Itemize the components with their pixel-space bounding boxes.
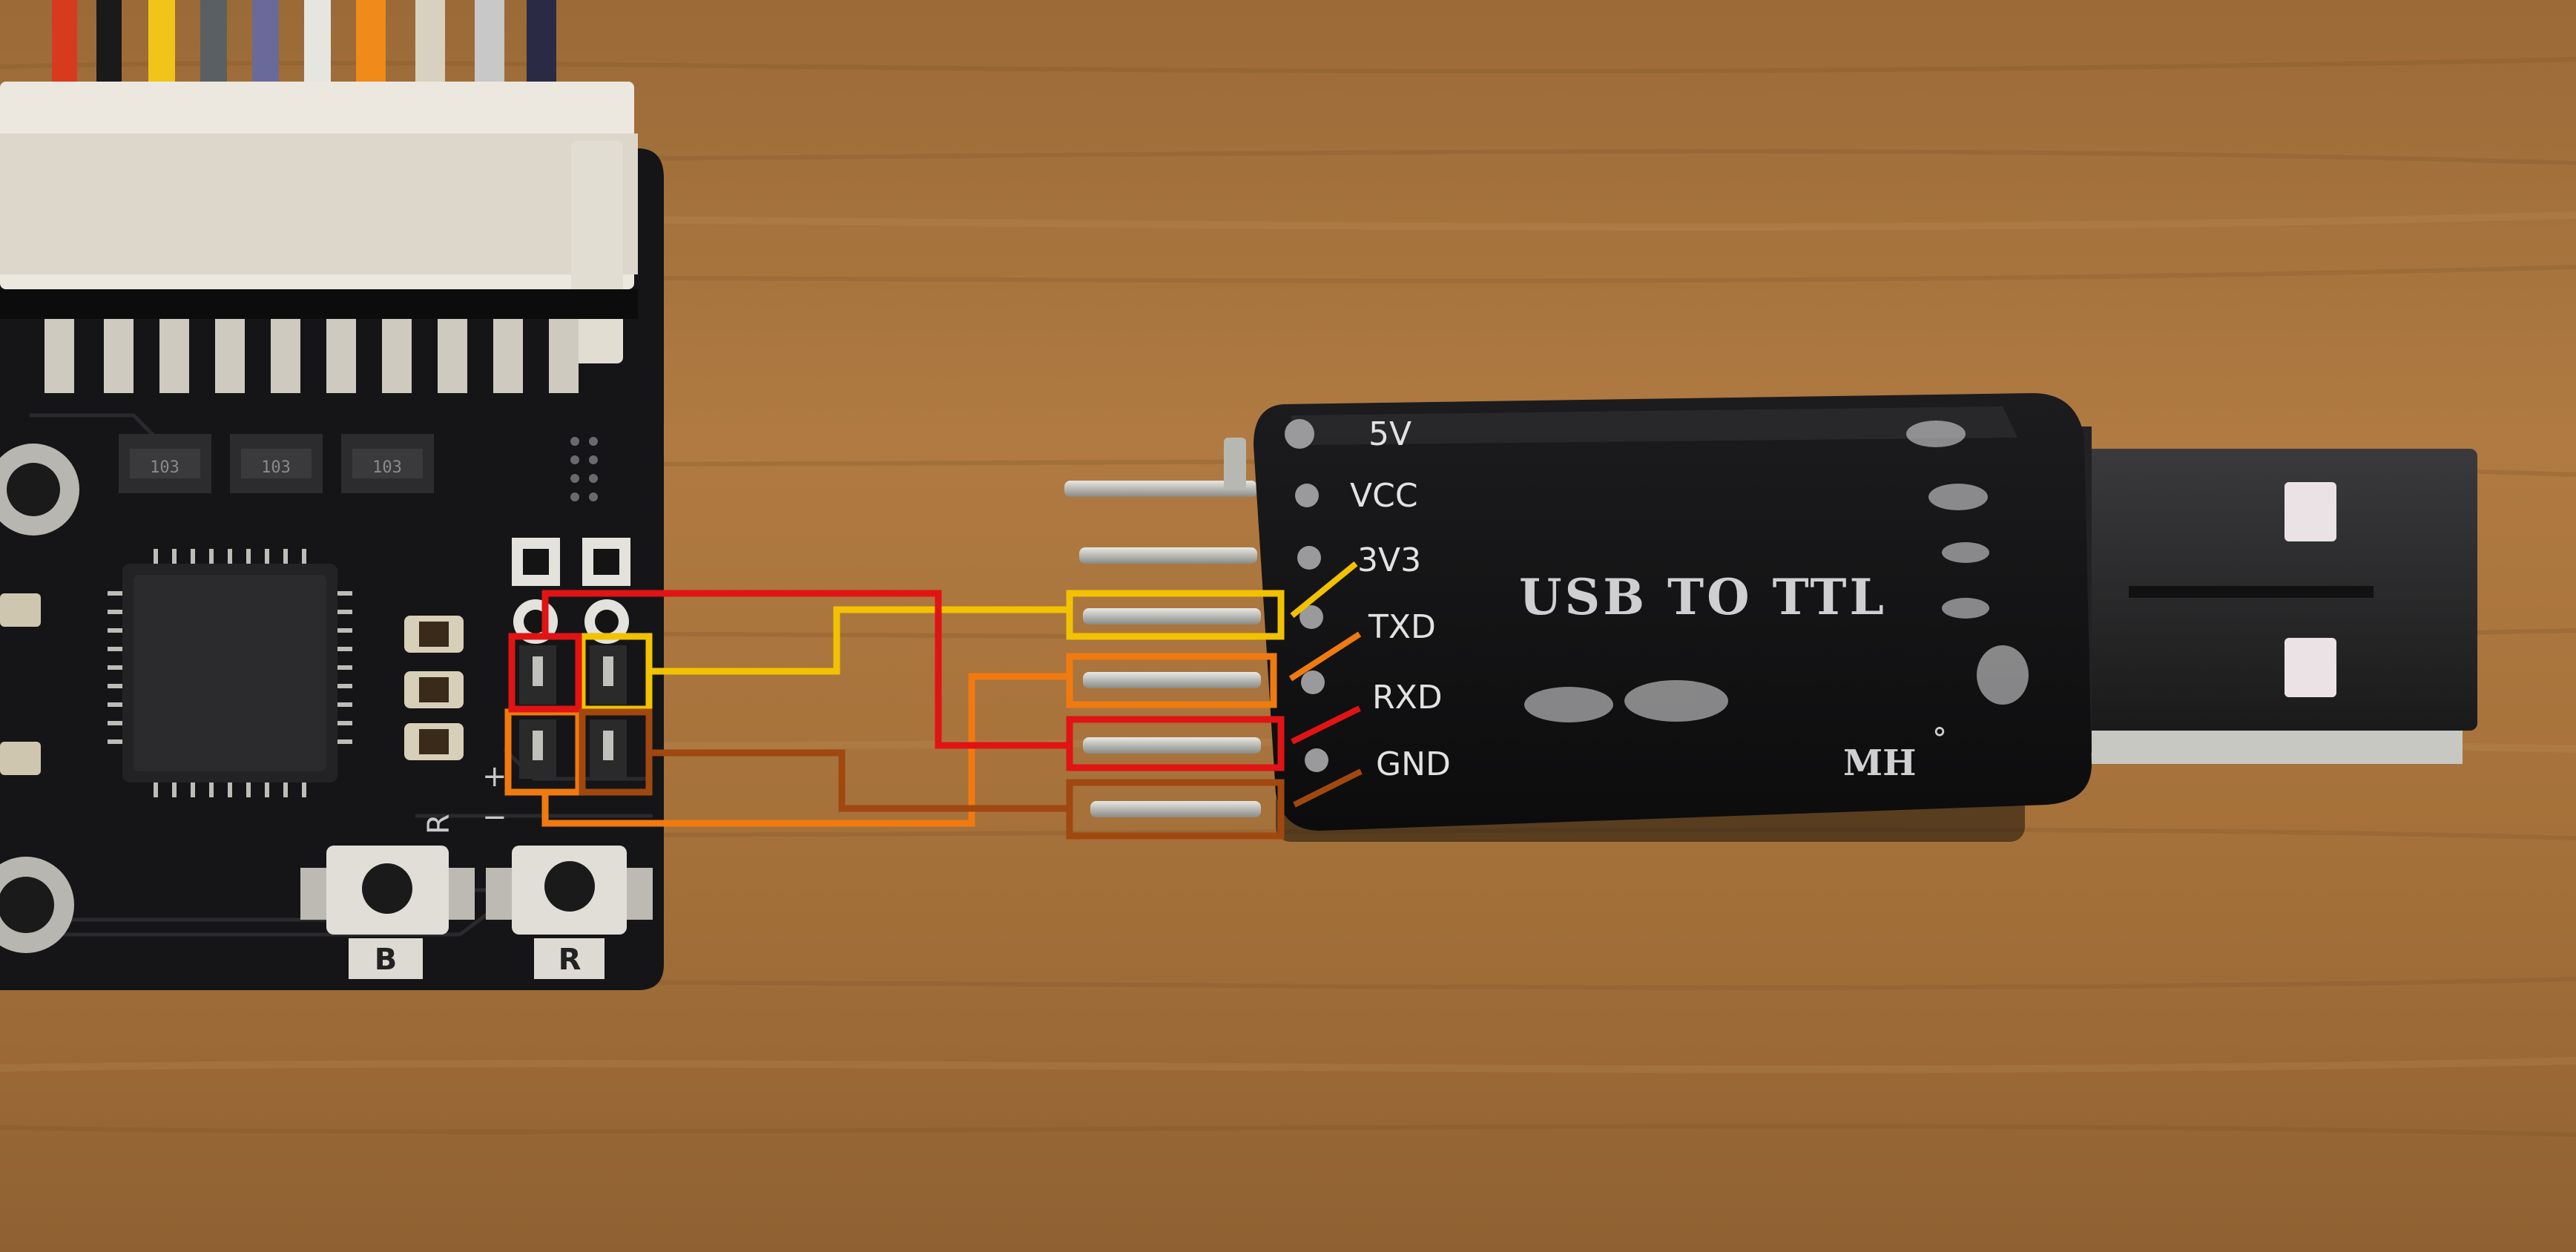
adapter-degree-mark: ° [1932,722,1947,757]
pin-label-rxd: RXD [1372,679,1443,716]
wire-brown [649,749,1070,812]
adapter-pads [1285,419,1328,772]
wire-red [541,590,1070,749]
wire-orange [541,673,1070,827]
resistor-mark-3: 103 [372,458,402,477]
adapter-title: USB TO TTL [1519,568,1887,626]
pin-label-5v: 5V [1368,415,1411,453]
button-b: B [300,846,475,979]
pin-label-vcc: VCC [1350,477,1418,515]
adapter-glare [1524,421,2029,722]
dev-board: 103 103 103 [0,82,664,990]
usb-plug [2047,426,2477,764]
adapter-header-pins [1064,438,1261,817]
wire-yellow [649,606,1070,675]
resistor-arrays: 103 103 103 [119,434,434,493]
silkscreen-r: R [422,814,456,834]
highlight-pin-red [1066,716,1285,771]
adapter-pin-labels: 5V VCC 3V3 TXD RXD GND [1350,415,1451,783]
pin-label-gnd: GND [1376,745,1451,783]
pin-header-pads [512,538,630,779]
resistor-mark-1: 103 [150,458,179,477]
silkscreen-plus: + [482,760,507,794]
adapter-brand: MH [1843,742,1916,784]
resistor-mark-2: 103 [261,458,291,477]
button-b-label: B [375,943,398,977]
button-r: R [486,846,653,979]
highlight-pin-brown [1066,779,1285,840]
button-r-label: R [559,943,582,977]
smd-components [404,616,464,760]
highlight-pin-yellow [1066,590,1285,640]
connector-pins [45,312,579,393]
silkscreen-minus: − [482,800,507,834]
pin-label-3v3: 3V3 [1357,541,1421,579]
pin-label-txd: TXD [1368,608,1436,646]
microcontroller-chip [108,549,352,797]
highlight-pin-orange [1066,653,1277,708]
usb-ttl-adapter: 5V VCC 3V3 TXD RXD GND USB TO TTL MH ° [1064,393,2477,842]
ribbon-cable [52,0,556,89]
via-dots [570,437,598,501]
wiring-overlay [504,561,1363,840]
